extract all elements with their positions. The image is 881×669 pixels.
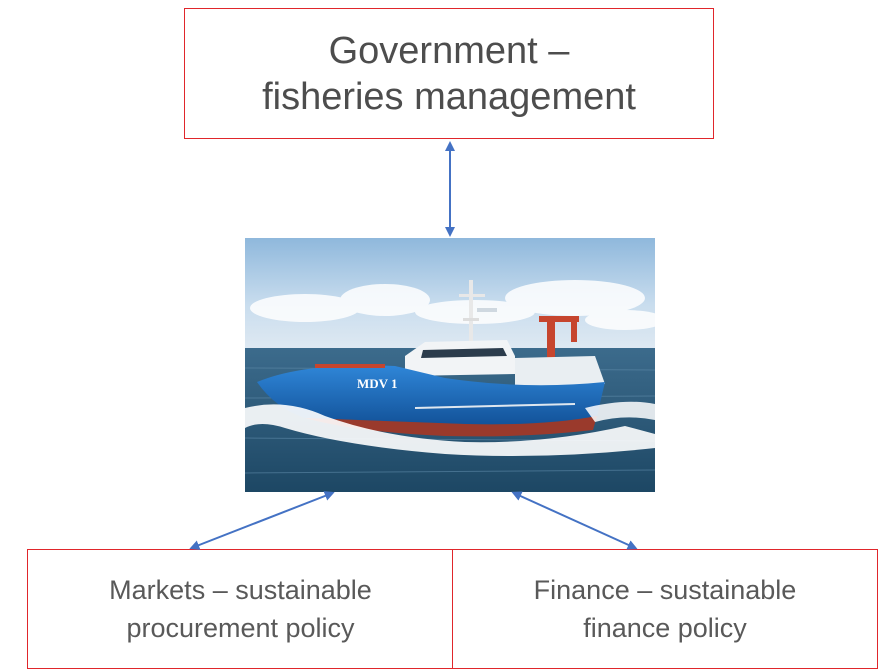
finance-box-line1: Finance – sustainable [533, 575, 797, 605]
mast [459, 280, 497, 352]
markets-box-line1: Markets – sustainable [109, 575, 372, 605]
finance-box-line2: finance policy [583, 613, 747, 643]
hull-stripe [414, 403, 576, 409]
aft-deck [515, 356, 605, 388]
hull-name-label: MDV 1 [357, 376, 398, 391]
government-box: Government – fisheries management [184, 8, 714, 139]
arrow-vessel-markets [189, 491, 335, 550]
finance-box: Finance – sustainable finance policy [452, 549, 878, 669]
government-box-line2: fisheries management [262, 75, 636, 118]
government-box-line1: Government – [328, 29, 570, 72]
bow-wake [245, 404, 655, 456]
crane [539, 316, 579, 366]
clouds [250, 280, 655, 330]
markets-box: Markets – sustainable procurement policy [27, 549, 453, 669]
hull-bottom [305, 416, 597, 437]
bow-rail [315, 364, 385, 368]
bridge-windows [421, 348, 507, 358]
fishing-vessel-illustration: MDV 1 [245, 238, 655, 492]
hull [257, 365, 605, 425]
markets-box-line2: procurement policy [126, 613, 355, 643]
arrow-vessel-finance [511, 491, 638, 550]
fishing-vessel-photo: MDV 1 [245, 238, 655, 492]
stern-wake [585, 401, 655, 422]
